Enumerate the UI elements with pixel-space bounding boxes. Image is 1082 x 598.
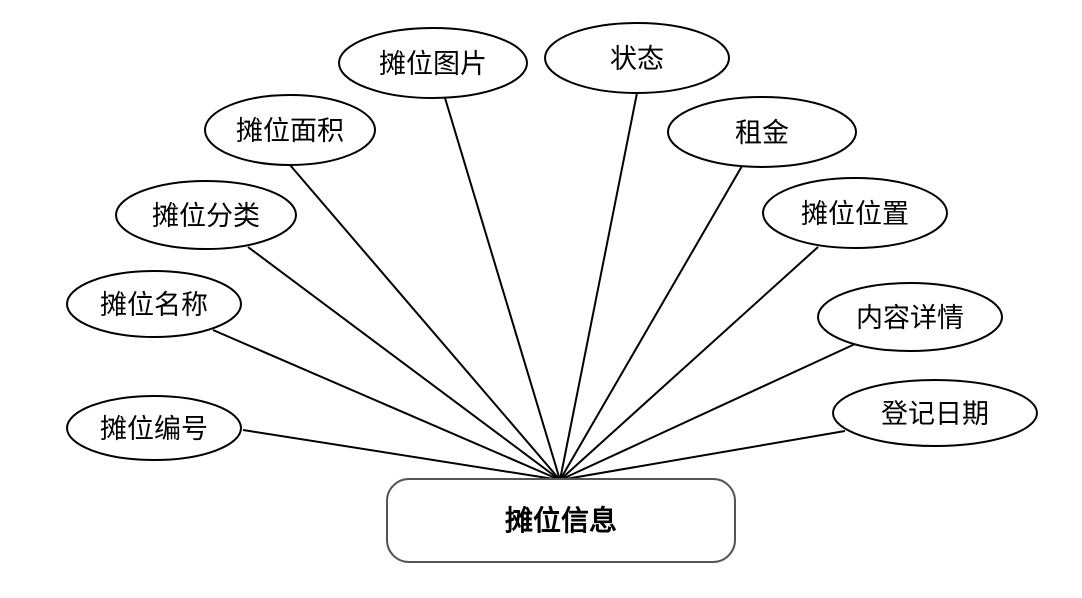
attribute-ellipse xyxy=(667,96,857,168)
attribute-label: 摊位名称 xyxy=(100,290,208,321)
connector-line xyxy=(559,92,638,481)
attribute-node: 摊位编号 xyxy=(66,395,242,461)
attribute-label: 租金 xyxy=(735,118,789,149)
attribute-ellipse xyxy=(832,379,1038,447)
attribute-ellipse xyxy=(817,282,1003,352)
connector-line xyxy=(289,164,561,481)
attribute-node: 状态 xyxy=(544,22,730,94)
connector-line xyxy=(242,429,561,481)
attribute-node: 摊位面积 xyxy=(204,94,376,166)
connector-line xyxy=(247,246,561,481)
connector-line xyxy=(559,430,846,481)
attribute-node: 摊位图片 xyxy=(338,27,528,99)
attribute-node: 摊位名称 xyxy=(66,270,242,338)
attribute-node: 内容详情 xyxy=(817,282,1003,352)
attribute-ellipse xyxy=(66,395,242,461)
connector-line xyxy=(212,329,561,481)
connector-line xyxy=(559,246,819,481)
attribute-node: 租金 xyxy=(667,96,857,168)
attribute-node: 登记日期 xyxy=(832,379,1038,447)
attribute-label: 摊位分类 xyxy=(152,201,260,232)
attribute-ellipse xyxy=(544,22,730,94)
attribute-ellipse xyxy=(204,94,376,166)
attribute-node: 摊位分类 xyxy=(115,180,297,250)
connector-line xyxy=(559,343,856,481)
attribute-label: 内容详情 xyxy=(856,303,964,334)
attribute-label: 摊位编号 xyxy=(100,414,208,445)
attribute-label: 摊位面积 xyxy=(236,116,344,147)
attribute-ellipse xyxy=(66,270,242,338)
attribute-label: 摊位位置 xyxy=(801,199,909,230)
attribute-label: 状态 xyxy=(610,44,664,75)
attribute-ellipse xyxy=(115,180,297,250)
entity-label: 摊位信息 xyxy=(505,504,617,537)
attribute-label: 摊位图片 xyxy=(379,49,487,80)
connector-line xyxy=(444,97,561,481)
attribute-ellipse xyxy=(762,177,948,249)
entity-box: 摊位信息 xyxy=(386,478,736,563)
attribute-ellipse xyxy=(338,27,528,99)
attribute-node: 摊位位置 xyxy=(762,177,948,249)
attribute-label: 登记日期 xyxy=(881,399,989,430)
connector-line xyxy=(559,165,743,481)
